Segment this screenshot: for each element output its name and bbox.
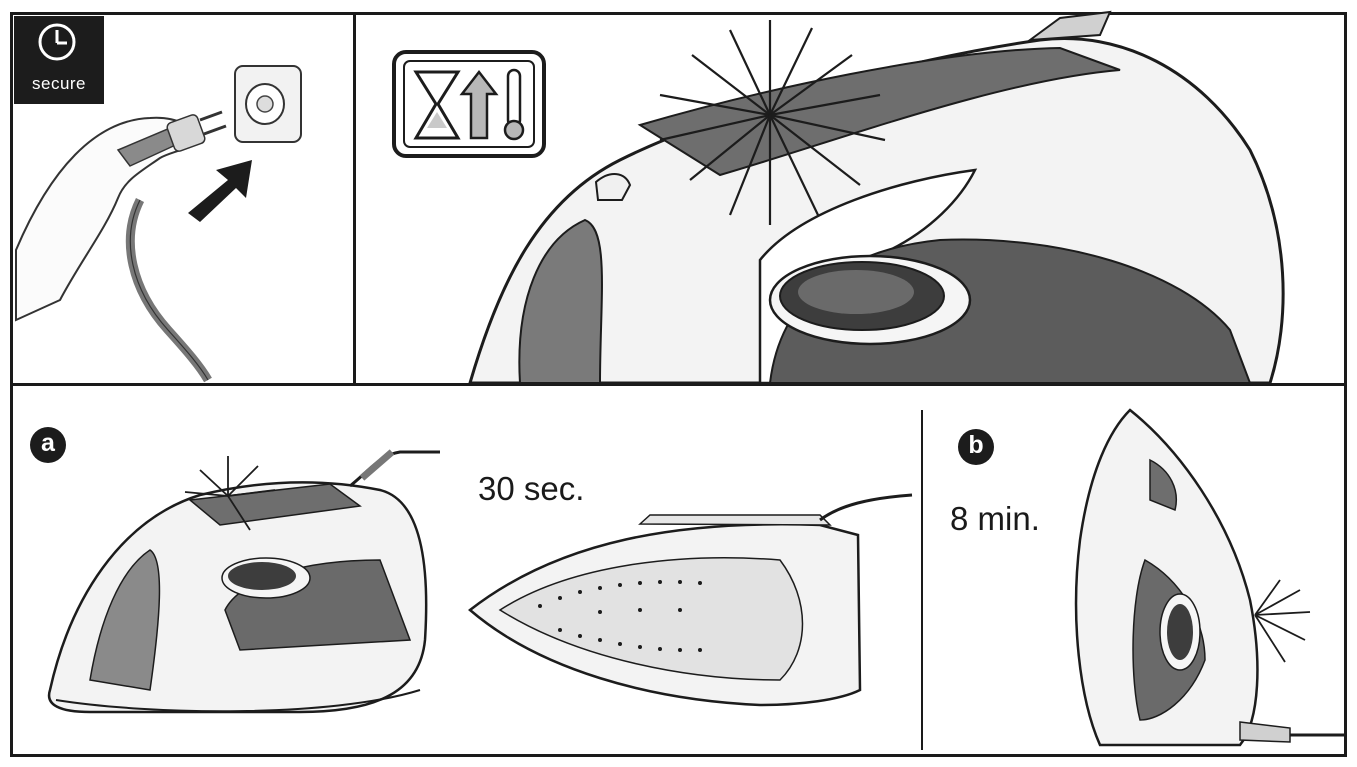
- step-b-marker: b: [958, 429, 994, 465]
- arrow-up-icon: [459, 69, 499, 140]
- hand-with-plug-illustration: [15, 110, 227, 383]
- wall-socket-illustration: [234, 65, 302, 143]
- duration-30-sec: 30 sec.: [478, 470, 585, 507]
- soleplate-illustration: [468, 493, 913, 707]
- clock-icon: [38, 23, 76, 61]
- secure-badge: secure: [14, 16, 104, 104]
- light-burst-small: [184, 456, 276, 531]
- self-clean-indicator-panel: [392, 50, 546, 158]
- iron-b-upright-illustration: [1074, 408, 1345, 747]
- secure-label: secure: [31, 74, 87, 93]
- hourglass-icon: [413, 70, 461, 140]
- iron-closeup-illustration: [468, 10, 1285, 385]
- top-column-divider: [353, 12, 356, 383]
- bottom-column-divider: [921, 410, 923, 750]
- duration-8-min: 8 min.: [950, 500, 1040, 537]
- light-burst-side: [1254, 579, 1311, 663]
- plug-arrow-icon: [188, 160, 252, 222]
- light-burst-large: [659, 20, 886, 225]
- thermometer-icon: [503, 68, 525, 141]
- soleplate-steam-holes: [538, 580, 702, 652]
- iron-a-illustration: [47, 449, 440, 714]
- step-a-marker: a: [30, 427, 66, 463]
